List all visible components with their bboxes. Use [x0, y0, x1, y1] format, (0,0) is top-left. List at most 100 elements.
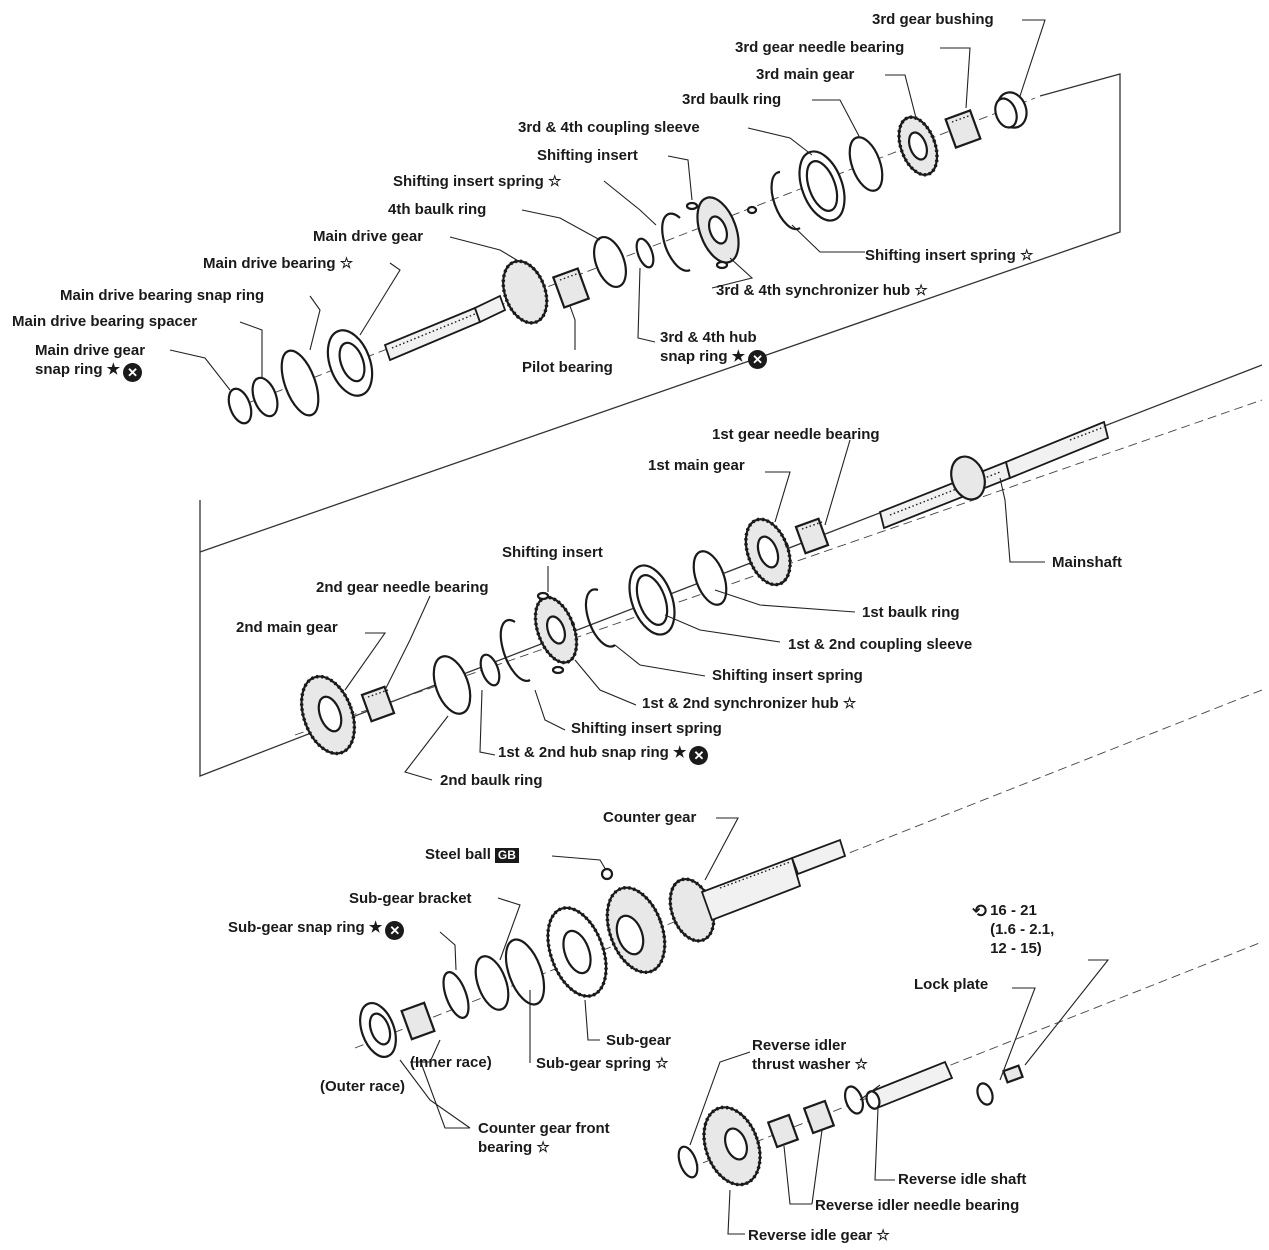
label-shifting-insert-spring-a: Shifting insert spring ☆	[393, 173, 562, 190]
sub-gear-snap-ring-group: Sub-gear snap ring ★✕	[228, 918, 405, 940]
label-mainshaft: Mainshaft	[1052, 554, 1123, 571]
label-sub-gear: Sub-gear	[606, 1032, 672, 1049]
1st-2nd-coupling-sleeve	[628, 564, 676, 636]
reverse-idle-shaft	[865, 1060, 954, 1110]
label-2nd-baulk-ring: 2nd baulk ring	[440, 772, 543, 789]
shifting-insert-spring-2nd	[499, 618, 531, 682]
2nd-main-gear	[299, 674, 357, 756]
label-3rd-4th-synchronizer-hub: 3rd & 4th synchronizer hub ☆	[716, 282, 928, 299]
label-1st-main-gear: 1st main gear	[648, 457, 745, 474]
label-shifting-insert-spring-d: Shifting insert spring	[571, 720, 722, 737]
label-4th-baulk-ring: 4th baulk ring	[388, 201, 487, 218]
label-main-drive-bearing-spacer: Main drive bearing spacer	[12, 313, 198, 330]
main-drive-gear	[383, 259, 549, 362]
label-3rd-gear-bushing: 3rd gear bushing	[872, 11, 994, 28]
torque-wrench-icon: ⟲	[972, 901, 988, 922]
reverse-idler-thrust-washer	[843, 1085, 865, 1115]
replace-mark-icon: ✕	[689, 746, 709, 765]
main-drive-bearing-snap-ring	[280, 349, 320, 417]
torque-spec-group: ⟲16 - 21 (1.6 - 2.1, 12 - 15)	[972, 901, 1054, 958]
2nd-gear-needle-bearing	[360, 685, 396, 723]
lock-plate-bolt	[1002, 1064, 1024, 1084]
sub-gear	[546, 906, 608, 998]
main-drive-bearing-spacer	[251, 376, 279, 418]
sub-gear-spring	[504, 938, 546, 1006]
mainshaft	[878, 420, 1110, 530]
label-sub-gear-snap-ring: Sub-gear snap ring ★	[228, 919, 383, 936]
label-2nd-gear-needle-bearing: 2nd gear needle bearing	[316, 579, 489, 596]
label-2nd-main-gear: 2nd main gear	[236, 619, 338, 636]
label-1st-baulk-ring: 1st baulk ring	[862, 604, 960, 621]
steel-ball	[600, 867, 614, 881]
leader-lines	[169, 19, 1110, 1235]
3rd-4th-synchronizer-hub	[685, 196, 758, 270]
label-steel-ball: Steel ball	[425, 846, 491, 863]
1st-gear-needle-bearing	[794, 517, 830, 555]
label-3rd-4th-coupling-sleeve: 3rd & 4th coupling sleeve	[518, 119, 700, 136]
reverse-idler-needle-bearing	[766, 1099, 836, 1149]
label-3rd-baulk-ring: 3rd baulk ring	[682, 91, 782, 108]
label-reverse-idle-shaft: Reverse idle shaft	[898, 1171, 1027, 1188]
3rd-4th-hub-snap-ring	[635, 237, 655, 269]
label-outer-race: (Outer race)	[320, 1078, 406, 1095]
label-shifting-insert-spring-b: Shifting insert spring ☆	[865, 247, 1034, 264]
frame-drive-group	[199, 73, 1121, 553]
reverse-idle-gear	[702, 1105, 762, 1187]
1st-2nd-synchronizer-hub	[533, 591, 579, 675]
shifting-insert-spring-3rd	[770, 170, 801, 231]
label-reverse-idle-gear: Reverse idle gear ☆	[748, 1227, 890, 1244]
label-main-drive-bearing-snap-ring: Main drive bearing snap ring	[60, 287, 265, 304]
label-pilot-bearing: Pilot bearing	[522, 359, 613, 376]
label-reverse-idler-needle-bearing: Reverse idler needle bearing	[815, 1197, 1020, 1214]
label-lock-plate: Lock plate	[914, 976, 989, 993]
shifting-insert-spring-4th	[661, 212, 691, 272]
lock-plate	[976, 1082, 994, 1106]
replace-mark-icon: ✕	[123, 363, 143, 382]
label-3rd-main-gear: 3rd main gear	[756, 66, 855, 83]
label-1st-2nd-coupling-sleeve: 1st & 2nd coupling sleeve	[788, 636, 973, 653]
replace-mark-icon: ✕	[748, 350, 768, 369]
label-main-drive-gear-snap-ring: Main drive gear snap ring ★	[35, 342, 146, 378]
main-drive-gear-snap-ring-group: Main drive gear snap ring ★✕	[35, 341, 145, 382]
counter-gear-front-bearing	[359, 1001, 436, 1058]
3rd-4th-coupling-sleeve	[798, 150, 846, 222]
label-shifting-insert-spring-c: Shifting insert spring	[712, 667, 863, 684]
main-drive-bearing	[326, 329, 374, 397]
1st-baulk-ring	[692, 550, 728, 606]
sub-gear-bracket	[474, 955, 510, 1011]
label-3rd-4th-hub-snap-ring: 3rd & 4th hub snap ring ★	[660, 329, 757, 365]
label-counter-gear-front-bearing: Counter gear front bearing ☆	[478, 1120, 610, 1156]
label-shifting-insert-mainshaft: Shifting insert	[502, 544, 603, 561]
label-counter-gear: Counter gear	[603, 809, 697, 826]
1st-2nd-hub-snap-ring-group: 1st & 2nd hub snap ring ★✕	[498, 743, 709, 765]
2nd-baulk-ring	[432, 655, 472, 715]
3rd-main-gear	[897, 115, 939, 177]
label-reverse-idler-thrust-washer: Reverse idler thrust washer ☆	[752, 1037, 868, 1073]
1st-main-gear	[744, 517, 792, 587]
main-drive-gear-snap-ring	[227, 387, 253, 425]
label-sub-gear-spring: Sub-gear spring ☆	[536, 1055, 669, 1072]
counter-gear	[605, 838, 847, 975]
label-main-drive-gear: Main drive gear	[313, 228, 424, 245]
pilot-bearing	[551, 267, 591, 309]
3rd-baulk-ring	[848, 136, 884, 192]
sub-gear-snap-ring	[442, 971, 470, 1019]
3rd-gear-needle-bearing	[944, 109, 982, 149]
replace-mark-icon: ✕	[385, 921, 405, 940]
label-shifting-insert-drive: Shifting insert	[537, 147, 638, 164]
reverse-idler-thrust-washer-front	[677, 1145, 699, 1179]
label-main-drive-bearing: Main drive bearing ☆	[203, 255, 354, 272]
label-sub-gear-bracket: Sub-gear bracket	[349, 890, 472, 907]
label-3rd-gear-needle-bearing: 3rd gear needle bearing	[735, 39, 905, 56]
label-1st-2nd-hub-snap-ring: 1st & 2nd hub snap ring ★	[498, 744, 687, 761]
label-1st-2nd-synchronizer-hub: 1st & 2nd synchronizer hub ☆	[642, 695, 857, 712]
3rd-gear-bushing	[994, 91, 1028, 129]
shifting-insert-spring-1st	[584, 588, 616, 648]
label-inner-race: (Inner race)	[410, 1054, 492, 1071]
label-1st-gear-needle-bearing: 1st gear needle bearing	[712, 426, 880, 443]
hub-snap-ring-group: 3rd & 4th hub snap ring ★✕	[660, 328, 768, 369]
1st-2nd-hub-snap-ring	[479, 653, 501, 687]
torque-spec: 16 - 21 (1.6 - 2.1, 12 - 15)	[990, 902, 1055, 957]
